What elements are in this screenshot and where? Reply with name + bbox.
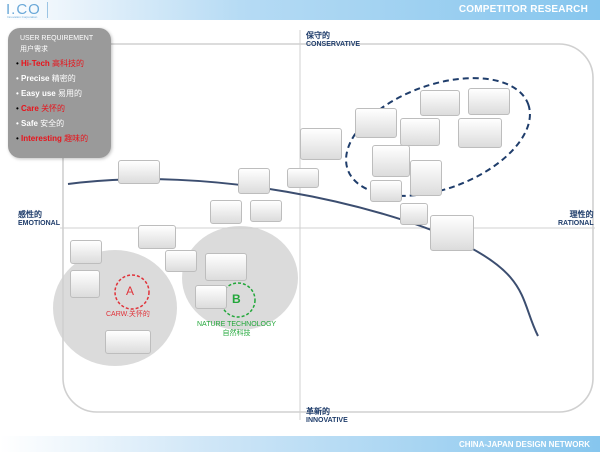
marker-a-letter: A [126, 284, 135, 298]
axis-bottom-en: INNOVATIVE [306, 417, 348, 424]
page-title: COMPETITOR RESEARCH [458, 4, 588, 15]
device-10 [400, 118, 440, 146]
device-13 [410, 160, 442, 196]
requirement-precise: • Precise 精密的 [16, 74, 76, 83]
marker-b-label-cn: 自然科技 [222, 330, 251, 337]
requirement-care-cn: 关怀的 [41, 104, 66, 113]
requirement-safe-en: Safe [21, 119, 38, 128]
marker-b-label: NATURE TECHNOLOGY 自然科技 [197, 321, 276, 338]
device-4 [238, 168, 270, 194]
axis-top-cn: 保守的 [306, 31, 330, 40]
device-8 [420, 90, 460, 116]
device-15 [400, 203, 428, 225]
marker-b-letter: B [232, 292, 241, 306]
requirement-easy-use: • Easy use 易用的 [16, 89, 82, 98]
requirement-precise-cn: 精密的 [51, 74, 76, 83]
axis-right-en: RATIONAL [558, 220, 594, 227]
marker-a-circle [114, 274, 150, 310]
requirement-care-en: Care [21, 104, 39, 113]
requirement-easy-use-cn: 易用的 [57, 89, 82, 98]
device-9 [468, 88, 510, 115]
logo-divider [47, 2, 48, 18]
requirement-safe-cn: 安全的 [40, 119, 65, 128]
requirement-interesting-cn: 趣味的 [64, 134, 89, 143]
requirement-precise-en: Precise [21, 74, 50, 83]
device-20 [205, 253, 247, 281]
device-22 [105, 330, 151, 354]
axis-left-en: EMOTIONAL [18, 220, 60, 227]
conservative-rational-cluster [345, 77, 531, 197]
device-2 [300, 128, 342, 160]
axis-label-right: 理性的 RATIONAL [558, 209, 594, 227]
marker-b-label-en: NATURE TECHNOLOGY [197, 321, 277, 328]
requirement-hi-tech-en: Hi-Tech [21, 59, 50, 68]
device-23 [195, 285, 227, 309]
axis-label-left: 感性的 EMOTIONAL [18, 209, 60, 227]
device-16 [430, 215, 474, 251]
logo-subtitle: Innovation Corporation [7, 15, 38, 19]
panel-title-cn: 用户需求 [20, 46, 48, 53]
device-3 [287, 168, 319, 188]
device-5 [210, 200, 242, 224]
user-requirement-panel: USER REQUIREMENT 用户需求 • Hi-Tech 高科技的 • P… [8, 28, 111, 158]
device-7 [355, 108, 397, 138]
axis-label-bottom: 革新的 INNOVATIVE [306, 406, 348, 424]
axis-label-top: 保守的 CONSERVATIVE [306, 30, 360, 48]
axis-bottom-cn: 革新的 [306, 407, 330, 416]
footer-bar [0, 436, 600, 452]
axis-left-cn: 感性的 [18, 210, 42, 219]
requirement-safe: • Safe 安全的 [16, 119, 65, 128]
requirement-interesting-en: Interesting [21, 134, 62, 143]
requirement-hi-tech-cn: 高科技的 [52, 59, 85, 68]
device-17 [138, 225, 176, 249]
device-1 [118, 160, 160, 184]
device-21 [70, 270, 100, 298]
requirement-hi-tech: • Hi-Tech 高科技的 [16, 59, 85, 68]
axis-top-en: CONSERVATIVE [306, 41, 361, 48]
device-11 [458, 118, 502, 148]
device-12 [372, 145, 410, 177]
panel-title-en: USER REQUIREMENT [20, 35, 94, 42]
footer-title: CHINA-JAPAN DESIGN NETWORK [459, 440, 590, 449]
device-6 [250, 200, 282, 222]
marker-b-circle [220, 282, 256, 318]
device-18 [70, 240, 102, 264]
marker-a-label: CARW.关怀的 [106, 311, 150, 318]
device-19 [165, 250, 197, 272]
header-bar [0, 0, 600, 20]
requirement-interesting: • Interesting 趣味的 [16, 134, 89, 143]
requirement-easy-use-en: Easy use [21, 89, 56, 98]
axis-right-cn: 理性的 [569, 210, 594, 219]
logo: I.CO [6, 1, 41, 18]
device-14 [370, 180, 402, 202]
requirement-care: • Care 关怀的 [16, 104, 66, 113]
